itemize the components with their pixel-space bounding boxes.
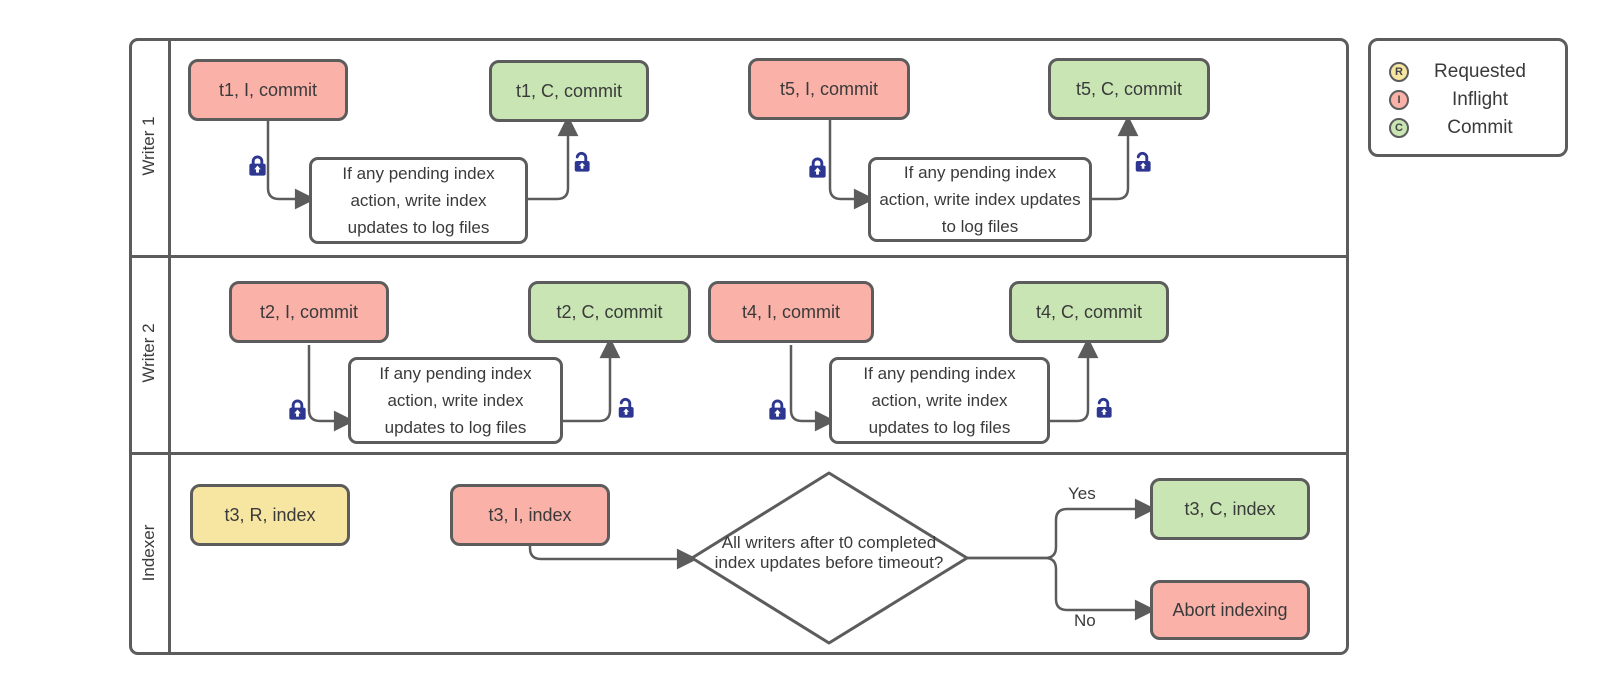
legend-item-commit: C Commit (1389, 117, 1551, 138)
swimlane-frame (129, 38, 1349, 655)
node-t3-inflight: t3, I, index (450, 484, 610, 546)
legend-label-requested: Requested (1434, 61, 1526, 82)
legend: R Requested I Inflight C Commit (1368, 38, 1568, 157)
decision-yes-label: Yes (1068, 484, 1096, 503)
node-t4-commit: t4, C, commit (1009, 281, 1169, 343)
lane-divider-2 (129, 452, 1349, 455)
inflight-state-icon: I (1389, 90, 1409, 110)
lock-closed-icon (809, 157, 826, 178)
lock-open-icon (574, 151, 590, 172)
node-t3-requested: t3, R, index (190, 484, 350, 546)
lock-closed-icon (769, 399, 786, 420)
legend-label-inflight: Inflight (1452, 89, 1508, 110)
node-t1-inflight: t1, I, commit (188, 59, 348, 121)
requested-state-icon: R (1389, 62, 1409, 82)
node-t2-commit: t2, C, commit (528, 281, 691, 343)
lane-divider-1 (129, 255, 1349, 258)
node-t5-inflight: t5, I, commit (748, 58, 910, 120)
process-box-t2: If any pending index action, write index… (348, 357, 563, 444)
commit-state-icon: C (1389, 118, 1409, 138)
legend-item-inflight: I Inflight (1389, 89, 1551, 110)
node-t1-commit: t1, C, commit (489, 60, 649, 122)
decision-question: All writers after t0 completed index upd… (714, 532, 944, 572)
process-box-t5: If any pending index action, write index… (868, 157, 1092, 242)
node-t4-inflight: t4, I, commit (708, 281, 874, 343)
lock-open-icon (1096, 397, 1112, 418)
lock-open-icon (1135, 151, 1151, 172)
process-box-t1: If any pending index action, write index… (309, 157, 528, 244)
node-t5-commit: t5, C, commit (1048, 58, 1210, 120)
legend-label-commit: Commit (1447, 117, 1513, 138)
lock-closed-icon (249, 155, 266, 176)
legend-item-requested: R Requested (1389, 61, 1551, 82)
lane-label-writer2: Writer 2 (139, 323, 158, 383)
lock-open-icon (618, 397, 634, 418)
process-box-t4: If any pending index action, write index… (829, 357, 1050, 444)
node-t2-inflight: t2, I, commit (229, 281, 389, 343)
lane-label-writer1: Writer 1 (139, 116, 158, 176)
lane-label-indexer: Indexer (139, 524, 158, 582)
lock-closed-icon (289, 399, 306, 420)
node-abort-indexing: Abort indexing (1150, 580, 1310, 640)
node-t3-commit: t3, C, index (1150, 478, 1310, 540)
lane-label-divider (168, 38, 171, 655)
decision-no-label: No (1074, 611, 1096, 630)
